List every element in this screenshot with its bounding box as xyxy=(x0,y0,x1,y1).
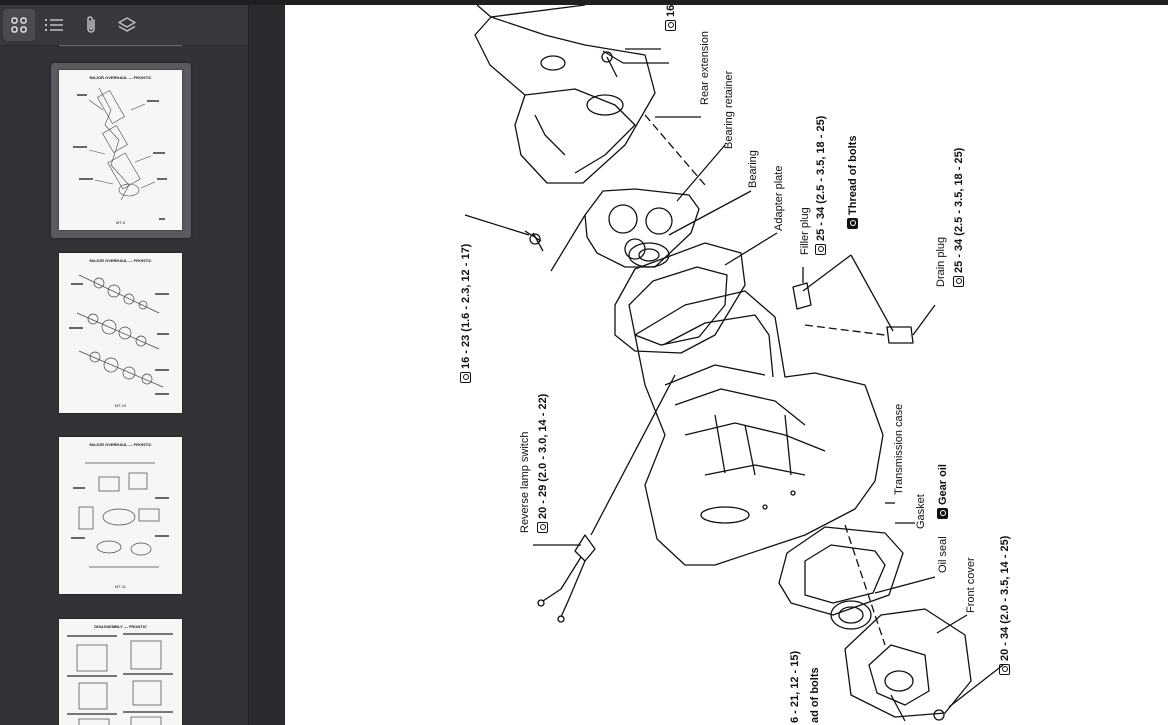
attachments-button[interactable] xyxy=(75,9,107,41)
torque-icon xyxy=(537,522,548,533)
thumbnail-page-label: MT-9 xyxy=(115,220,126,225)
exploded-transmission-drawing xyxy=(464,5,1004,722)
thumbnail-title: DISASSEMBLY — FRONTIC xyxy=(94,624,147,629)
thumbnail-drawing xyxy=(67,633,173,725)
label-filler-plug: Filler plug xyxy=(799,207,811,255)
thumbnail-title: MAJOR OVERHAUL — FRONTIC xyxy=(89,75,152,80)
label-bearing-retainer: Bearing retainer xyxy=(723,70,735,149)
page-thumbnail-1[interactable]: MAJOR OVERHAUL — FRONTIC MT-9 xyxy=(59,70,182,230)
label-filler-torque: 25 - 34 (2.5 - 3.5, 18 - 25) xyxy=(815,116,827,255)
thumbnail-sidebar: MAJOR OVERHAUL — FRONTIC MT-9 MAJOR OVER… xyxy=(0,5,249,725)
label-top-torque: 16 - xyxy=(665,5,677,31)
label-rear-extension: Rear extension xyxy=(699,31,711,105)
label-front-cover-torque: 20 - 34 (2.0 - 3.5, 14 - 25) xyxy=(999,536,1011,675)
label-adapter-plate: Adapter plate xyxy=(773,165,785,231)
sealant-icon xyxy=(847,218,858,229)
lubricant-icon xyxy=(937,508,948,519)
layers-icon xyxy=(118,17,136,32)
thumbnail-title: MAJOR OVERHAUL — FRONTIC xyxy=(89,442,152,447)
page-thumbnail-2[interactable]: MAJOR OVERHAUL — FRONTIC MT-10 xyxy=(59,253,182,413)
label-gear-oil: Gear oil xyxy=(937,464,949,519)
viewer-gutter xyxy=(249,5,284,725)
label-thread-of-bolts: Thread of bolts xyxy=(847,136,859,229)
thumbnail-page-label: MT-11 xyxy=(114,584,127,589)
thumbnail-drawing xyxy=(71,462,169,568)
label-drain-torque: 25 - 34 (2.5 - 3.5, 18 - 25) xyxy=(953,148,965,287)
torque-icon xyxy=(999,664,1010,675)
label-reverse-torque: 20 - 29 (2.0 - 3.0, 14 - 22) xyxy=(537,394,549,533)
grid-icon xyxy=(11,17,27,33)
thumbnails-button[interactable] xyxy=(3,9,35,41)
label-left-torque: 16 - 23 (1.6 - 2.3, 12 - 17) xyxy=(460,244,472,383)
label-front-cover: Front cover xyxy=(965,557,977,613)
thumbnail-drawing xyxy=(73,87,167,220)
torque-icon xyxy=(953,276,964,287)
torque-icon xyxy=(815,244,826,255)
torque-icon xyxy=(460,372,471,383)
sidebar-toolbar xyxy=(0,5,248,46)
layers-button[interactable] xyxy=(111,9,143,41)
label-bottom-torque: 6 - 21, 12 - 15) xyxy=(789,650,801,723)
label-drain-plug: Drain plug xyxy=(935,236,947,287)
label-bearing: Bearing xyxy=(747,150,759,188)
document-page: 16 - Rear extension Bearing retainer Bea… xyxy=(285,5,1168,725)
thumbnail-list: MAJOR OVERHAUL — FRONTIC MT-9 MAJOR OVER… xyxy=(0,46,248,725)
label-transmission-case: Transmission case xyxy=(893,403,905,495)
page-thumbnail-3[interactable]: MAJOR OVERHAUL — FRONTIC MT-11 xyxy=(59,437,182,594)
paperclip-icon xyxy=(87,16,95,33)
thumbnail-title: MAJOR OVERHAUL — FRONTIC xyxy=(89,258,152,263)
label-gasket: Gasket xyxy=(915,494,927,529)
torque-icon xyxy=(665,20,676,31)
outline-button[interactable] xyxy=(38,9,70,41)
toolbar-divider xyxy=(59,45,182,46)
label-oil-seal: Oil seal xyxy=(937,536,949,573)
thumbnail-page-label: MT-10 xyxy=(114,403,127,408)
list-icon xyxy=(45,19,63,31)
page-thumbnail-4[interactable]: DISASSEMBLY — FRONTIC xyxy=(59,619,182,725)
thumbnail-drawing xyxy=(69,274,169,395)
label-bottom-thread: ad of bolts xyxy=(809,667,821,723)
label-reverse-lamp-switch: Reverse lamp switch xyxy=(519,431,531,533)
window-top-border xyxy=(0,0,1168,5)
